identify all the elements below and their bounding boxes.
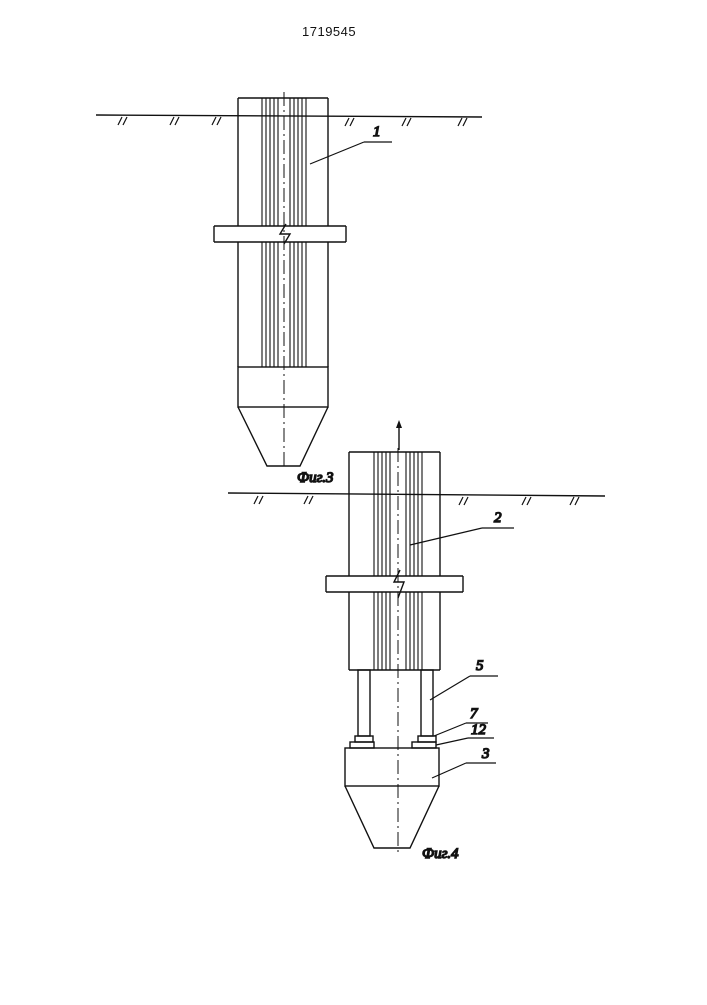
ground-line-fig3 — [96, 115, 482, 117]
leader-3 — [432, 763, 466, 778]
leader-5 — [430, 676, 470, 700]
figure-4: 2 5 7 12 3 Фиг.4 — [228, 420, 605, 862]
leader-1 — [310, 142, 364, 164]
callout-12: 12 — [471, 722, 487, 738]
pile-tip-fig4 — [345, 748, 439, 848]
ground-hatch-fig3 — [118, 117, 467, 126]
ground-hatch-fig4 — [254, 496, 579, 505]
callout-1: 1 — [373, 124, 381, 140]
pile-body-fig4 — [326, 448, 463, 856]
ground-line-fig4 — [228, 493, 605, 496]
callout-3: 3 — [481, 746, 490, 762]
caption-fig3: Фиг.3 — [297, 470, 333, 486]
clamps-fig4 — [350, 736, 436, 748]
leader-7 — [434, 723, 466, 736]
callout-7: 7 — [470, 706, 479, 722]
patent-number: 1719545 — [302, 24, 356, 39]
callout-2: 2 — [494, 510, 502, 526]
leader-12 — [436, 738, 468, 745]
figure-3: 1 Фиг.3 — [96, 92, 482, 486]
leader-2 — [410, 528, 482, 545]
callout-5: 5 — [476, 658, 484, 674]
caption-fig4: Фиг.4 — [422, 846, 459, 862]
rods-fig4 — [358, 670, 433, 736]
pile-tip-fig3 — [238, 367, 328, 466]
